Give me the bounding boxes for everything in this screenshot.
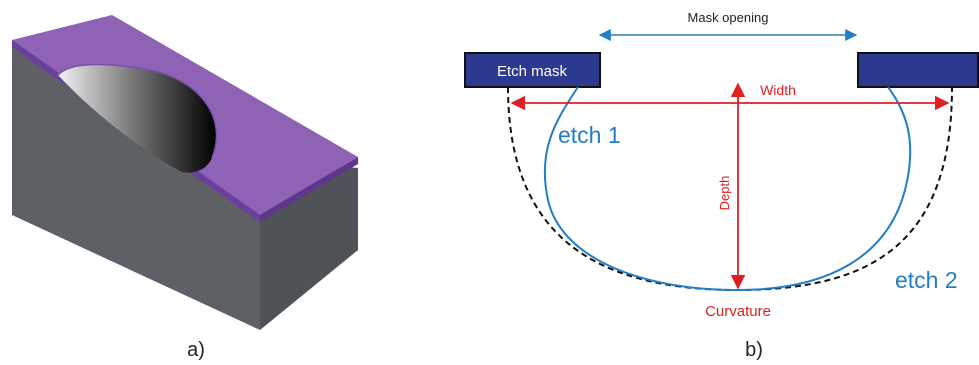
etch-2-label: etch 2 [895,267,958,293]
purple-mask-layer-edge-right [260,157,358,222]
block-left-face [12,40,260,330]
panel-a-block [12,15,358,330]
etch-1-label: etch 1 [558,122,621,148]
etch-1-profile [543,86,912,292]
etched-cavity [58,64,217,173]
panel-b-caption: b) [745,339,763,361]
mask-opening-label: Mask opening [688,10,769,25]
curvature-label: Curvature [705,303,771,320]
depth-label: Depth [717,176,732,211]
panel-a-caption: a) [187,339,205,361]
etch-mask-left [464,52,601,88]
width-label: Width [760,82,796,98]
cavity-rim [57,63,218,159]
etch-mask-right [857,52,979,88]
etch-mask-label: Etch mask [497,63,568,80]
panel-b-diagram: Mask opening Etch mask Width Depth Curva… [464,10,979,320]
